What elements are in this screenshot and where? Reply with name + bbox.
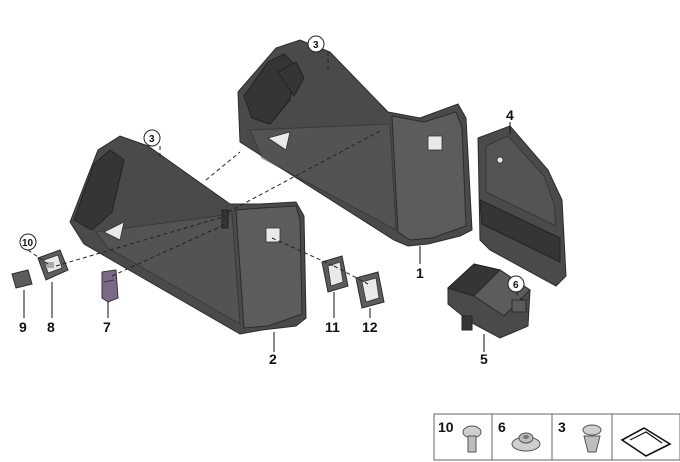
legend-label-10: 10 xyxy=(438,419,454,435)
clip-7 xyxy=(101,269,119,303)
legend-label-6: 6 xyxy=(498,419,506,435)
callout-10-circle xyxy=(19,233,37,251)
legend-label-3: 3 xyxy=(558,419,566,435)
assembly-lines xyxy=(27,52,525,305)
expanding-rivet-icon xyxy=(582,424,602,453)
frame-12 xyxy=(355,271,385,309)
callout-1: 1 xyxy=(416,265,424,281)
callout-3b-circle xyxy=(307,35,325,53)
callout-10: 10 xyxy=(22,238,34,249)
callout-7: 7 xyxy=(103,319,111,335)
catalog-arrow-icon xyxy=(620,427,672,457)
callout-3a-circle xyxy=(143,129,161,147)
callout-12: 12 xyxy=(362,319,378,335)
callout-6-circle xyxy=(507,275,525,293)
screw-icon xyxy=(462,425,482,453)
hardware-legend: 10 6 3 xyxy=(433,413,680,461)
bracket-5 xyxy=(447,263,531,339)
frame-8 xyxy=(37,249,69,281)
callout-5: 5 xyxy=(480,351,488,367)
trim-panel-2 xyxy=(69,135,307,335)
callout-11: 11 xyxy=(325,319,340,335)
nut-icon xyxy=(511,432,541,452)
callout-3a: 3 xyxy=(149,134,155,145)
cover-4 xyxy=(477,125,567,287)
callout-9: 9 xyxy=(19,319,27,335)
leader-lines xyxy=(23,122,511,352)
clip-9 xyxy=(11,269,33,289)
callout-6: 6 xyxy=(513,280,519,291)
callout-2: 2 xyxy=(269,351,277,367)
callout-3b: 3 xyxy=(313,40,319,51)
callout-8: 8 xyxy=(47,319,55,335)
frame-11 xyxy=(321,255,349,293)
trim-panel-1 xyxy=(237,39,473,247)
callouts: 1 2 3 3 4 5 6 7 8 9 10 11 12 xyxy=(19,35,525,367)
callout-4: 4 xyxy=(506,107,514,123)
